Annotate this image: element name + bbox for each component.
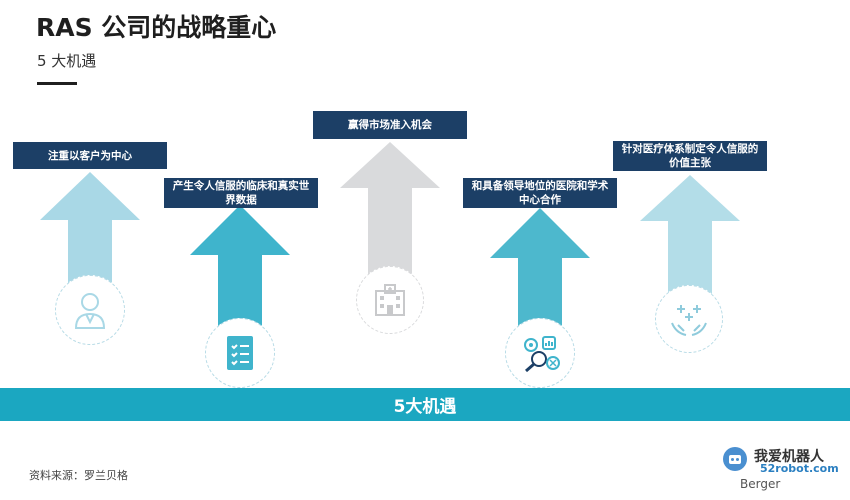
arrow-shape-1	[40, 172, 140, 337]
icon-circle-5	[655, 285, 723, 353]
care-hands-icon	[671, 305, 707, 336]
checklist-icon	[227, 336, 253, 370]
opportunities-band: 5大机遇	[0, 388, 850, 421]
watermark-site: 52robot.com	[760, 462, 839, 475]
arrow-opportunity-3	[340, 142, 440, 312]
opportunity-label-1: 注重以客户为中心	[13, 142, 167, 169]
opportunity-label-2: 产生令人信服的临床和真实世界数据	[164, 178, 318, 208]
hospital-icon	[375, 284, 405, 316]
arrow-opportunity-1	[40, 172, 140, 337]
icon-circle-3	[356, 266, 424, 334]
watermark-text: 我爱机器人	[754, 449, 824, 465]
arrow-shape-4	[490, 208, 590, 358]
source-note: 资料来源：罗兰贝格	[29, 469, 128, 482]
title-divider	[37, 82, 77, 85]
arrow-shape-5	[640, 175, 740, 330]
arrow-opportunity-2	[190, 205, 290, 355]
icon-circle-2	[205, 318, 275, 388]
opportunity-label-5: 针对医疗体系制定令人信服的价值主张	[613, 141, 767, 171]
opportunity-label-3: 赢得市场准入机会	[313, 111, 467, 139]
page-title: RAS 公司的战略重心	[36, 13, 277, 42]
icon-circle-4	[505, 318, 575, 388]
icon-circle-1	[55, 275, 125, 345]
opportunity-label-4: 和具备领导地位的医院和学术中心合作	[463, 178, 617, 208]
research-icon	[524, 336, 560, 373]
berger-logo: Berger	[740, 477, 781, 491]
arrow-shape-3	[340, 142, 440, 312]
arrow-shape-2	[190, 205, 290, 355]
arrow-opportunity-5	[640, 175, 740, 330]
arrow-opportunity-4	[490, 208, 590, 358]
robot-logo-icon	[723, 447, 747, 471]
page-subtitle: 5 大机遇	[37, 52, 97, 70]
doctor-icon	[74, 293, 106, 329]
